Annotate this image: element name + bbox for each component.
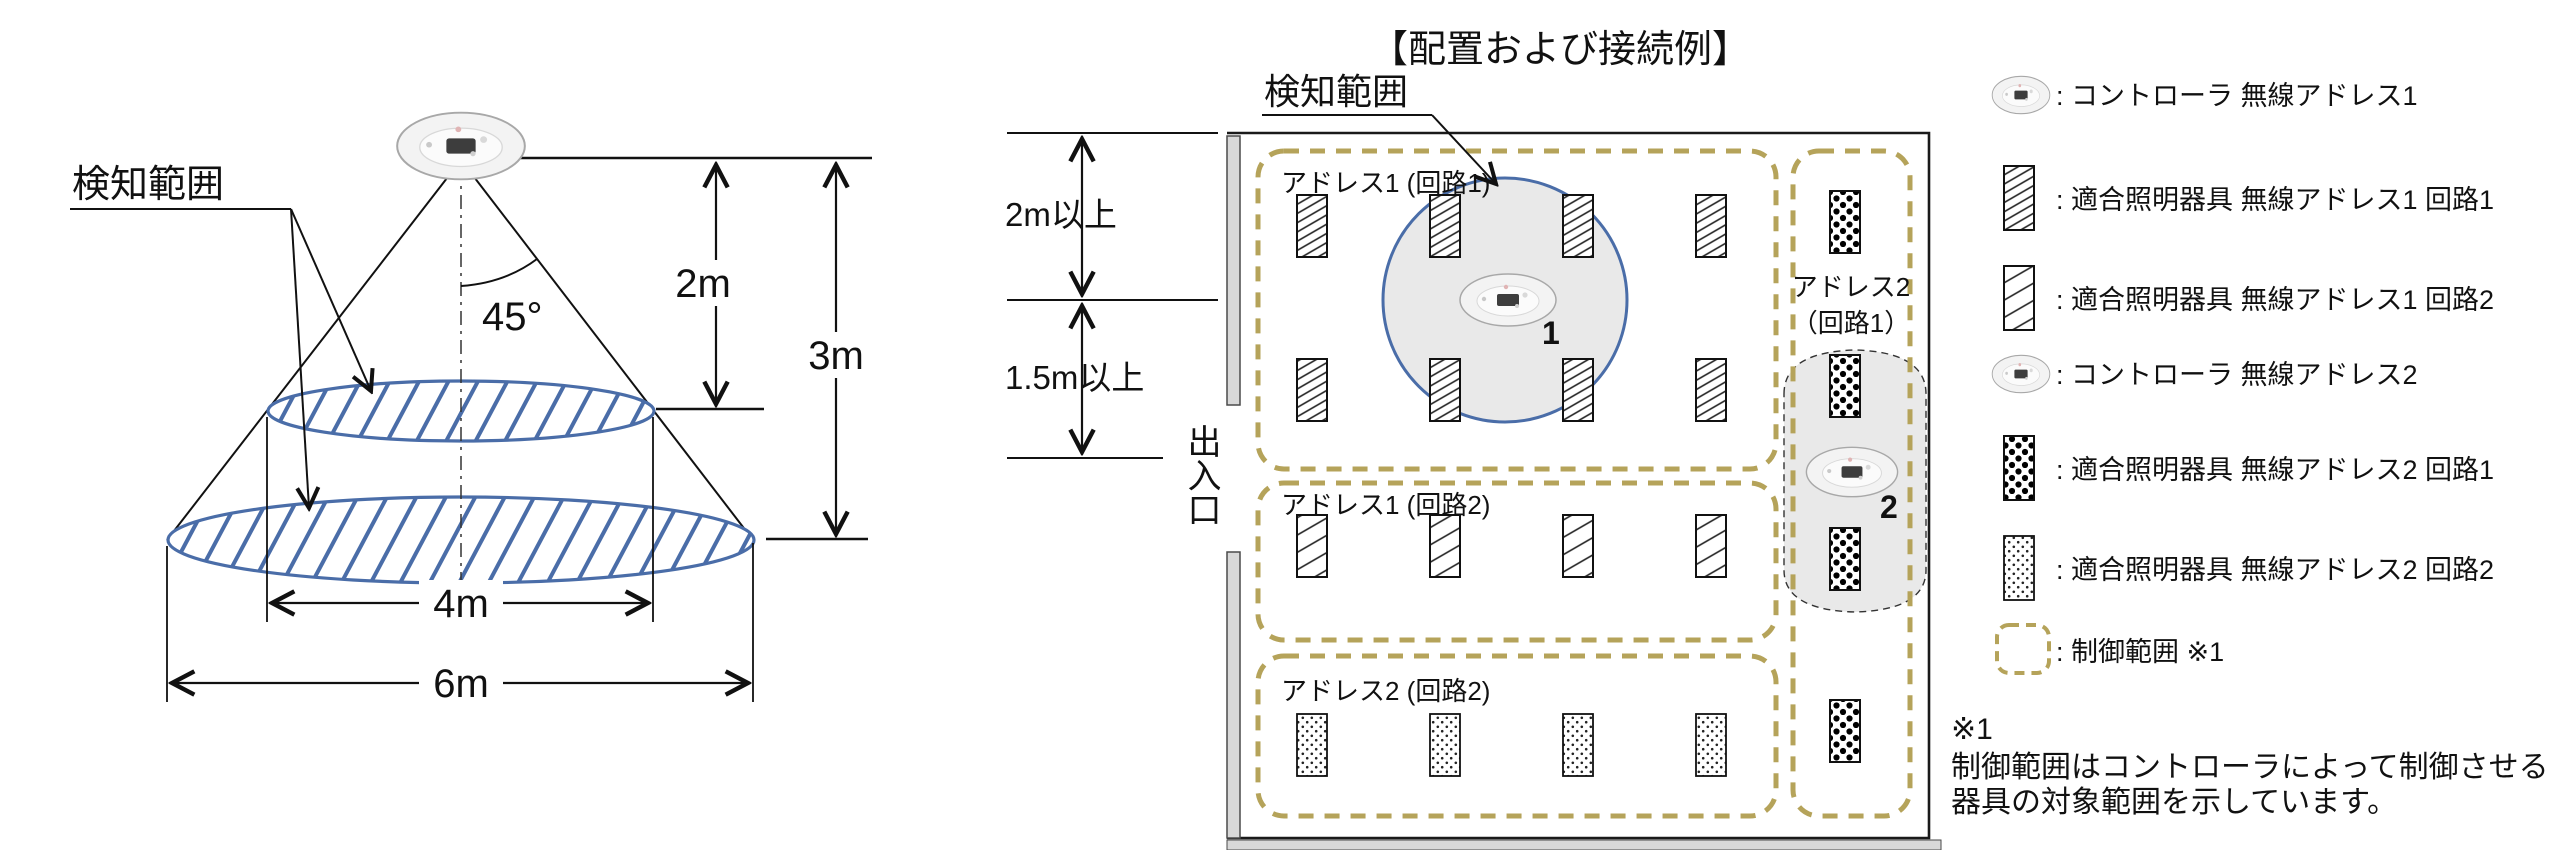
fixture-a1c2 — [1562, 514, 1594, 578]
fixture-a2c2 — [1562, 713, 1594, 777]
legend: : コントローラ 無線アドレス1 : 適合照明器具 無線アドレス1 回路1 : … — [1951, 75, 2549, 819]
legend-item: : コントローラ 無線アドレス1 — [1991, 75, 2418, 115]
callout-arrow — [290, 208, 371, 391]
control-range-zone3 — [1255, 653, 1779, 819]
fixture-a1c1 — [1296, 194, 1328, 258]
zone1-label: アドレス1 (回路1) — [1281, 168, 1490, 198]
angle-label: 45° — [482, 295, 543, 339]
detection-ellipse-lower — [166, 495, 756, 585]
fixture-a1c1 — [1296, 358, 1328, 422]
legend-item: : 適合照明器具 無線アドレス2 回路2 — [2003, 535, 2494, 601]
footnote-line1: 制御範囲はコントローラによって制御させる — [1951, 751, 2549, 784]
controller-icon — [1991, 354, 2051, 394]
fixture-polka-dot-icon — [2003, 435, 2035, 501]
label-halo — [419, 660, 503, 706]
legend-item: : 適合照明器具 無線アドレス1 回路1 — [2003, 165, 2494, 231]
controller-icon — [1991, 75, 2051, 115]
floor-plan-title: 【配置および接続例】 — [1370, 29, 1750, 71]
fixture-a1c2 — [1429, 514, 1461, 578]
footnote-line2: 器具の対象範囲を示しています。 — [1951, 786, 2397, 819]
fixture-a1c1 — [1562, 358, 1594, 422]
left-wall-upper — [1226, 135, 1241, 406]
clearance-mid-label: 1.5m以上 — [1005, 359, 1144, 396]
left-wall-lower — [1226, 551, 1241, 839]
fixture-a2c1 — [1829, 527, 1861, 591]
cone-right-edge — [460, 159, 754, 541]
controller-2-number: 2 — [1880, 489, 1898, 525]
fixture-a2c2 — [1429, 713, 1461, 777]
dimension-label-3m: 3m — [808, 334, 864, 378]
control-range-zone4 — [1790, 148, 1913, 819]
fixture-a1c1 — [1429, 194, 1461, 258]
fixture-a2c2 — [1296, 713, 1328, 777]
clearance-top-label: 2m以上 — [1005, 196, 1117, 233]
footnote-ref: ※1 — [1951, 713, 1993, 746]
legend-label: : コントローラ 無線アドレス2 — [2056, 360, 2418, 390]
fixture-a2c1 — [1829, 699, 1861, 763]
detection-cone-diagram: 45° 2m 3m 4m 6m 検知範囲 — [70, 111, 874, 706]
fixture-a1c1 — [1429, 358, 1461, 422]
callout-arrow — [290, 208, 309, 508]
legend-label: : 制御範囲 ※1 — [2056, 637, 2224, 667]
control-range-zone2 — [1255, 480, 1779, 643]
detection-range-label: 検知範囲 — [72, 164, 224, 206]
zone3-label: アドレス2 (回路2) — [1281, 676, 1490, 706]
entrance-label: 出入口 — [1182, 424, 1220, 526]
fixture-a2c1 — [1829, 354, 1861, 418]
floor-plan: 【配置および接続例】 2m以上 1.5m以上 出入口 アドレス1 (回路1) ア… — [1005, 29, 1942, 850]
fixture-stipple-icon — [2003, 535, 2035, 601]
detection-range-label: 検知範囲 — [1264, 71, 1408, 112]
fixture-dense-hatch-icon — [2003, 165, 2035, 231]
dimension-label-4m: 4m — [433, 582, 489, 626]
controller-1-number: 1 — [1542, 315, 1560, 351]
legend-label: : 適合照明器具 無線アドレス1 回路1 — [2056, 185, 2494, 215]
dimension-label-2m: 2m — [675, 262, 731, 306]
zone4-label-line1: アドレス2 — [1792, 272, 1910, 302]
fixtures-address2-circuit1 — [1829, 190, 1861, 763]
label-halo — [798, 332, 874, 378]
fixture-a1c1 — [1562, 194, 1594, 258]
footnote: ※1 制御範囲はコントローラによって制御させる 器具の対象範囲を示しています。 — [1951, 713, 2549, 819]
dimension-label-6m: 6m — [433, 662, 489, 706]
legend-item: : 制御範囲 ※1 — [1995, 623, 2224, 675]
legend-item: : 適合照明器具 無線アドレス2 回路1 — [2003, 435, 2494, 501]
fixtures-address1-circuit1 — [1296, 194, 1727, 422]
cone-left-edge — [166, 159, 462, 541]
legend-label: : 適合照明器具 無線アドレス1 回路2 — [2056, 285, 2494, 315]
bottom-wall — [1226, 839, 1942, 850]
fixture-a1c1 — [1695, 358, 1727, 422]
legend-label: : 適合照明器具 無線アドレス2 回路1 — [2056, 455, 2494, 485]
legend-item: : コントローラ 無線アドレス2 — [1991, 354, 2418, 394]
zone4-label-line2: （回路1） — [1792, 308, 1910, 338]
control-range-zone1 — [1255, 148, 1779, 472]
legend-item: : 適合照明器具 無線アドレス1 回路2 — [2003, 265, 2494, 331]
label-halo — [668, 260, 740, 306]
fixture-light-hatch-icon — [2003, 265, 2035, 331]
fixtures-address2-circuit2 — [1296, 713, 1727, 777]
label-halo — [419, 580, 503, 626]
fixture-a1c2 — [1695, 514, 1727, 578]
fixtures-address1-circuit2 — [1296, 514, 1727, 578]
angle-arc — [460, 258, 538, 287]
fixture-a2c2 — [1695, 713, 1727, 777]
legend-label: : 適合照明器具 無線アドレス2 回路2 — [2056, 555, 2494, 585]
callout-arrow — [1431, 114, 1496, 184]
room-border — [1227, 131, 1931, 840]
ceiling-sensor-icon — [396, 111, 526, 181]
control-range-icon — [1995, 623, 2051, 675]
legend-label: : コントローラ 無線アドレス1 — [2056, 81, 2418, 111]
fixture-a1c2 — [1296, 514, 1328, 578]
fixture-a2c1 — [1829, 190, 1861, 254]
fixture-a1c1 — [1695, 194, 1727, 258]
